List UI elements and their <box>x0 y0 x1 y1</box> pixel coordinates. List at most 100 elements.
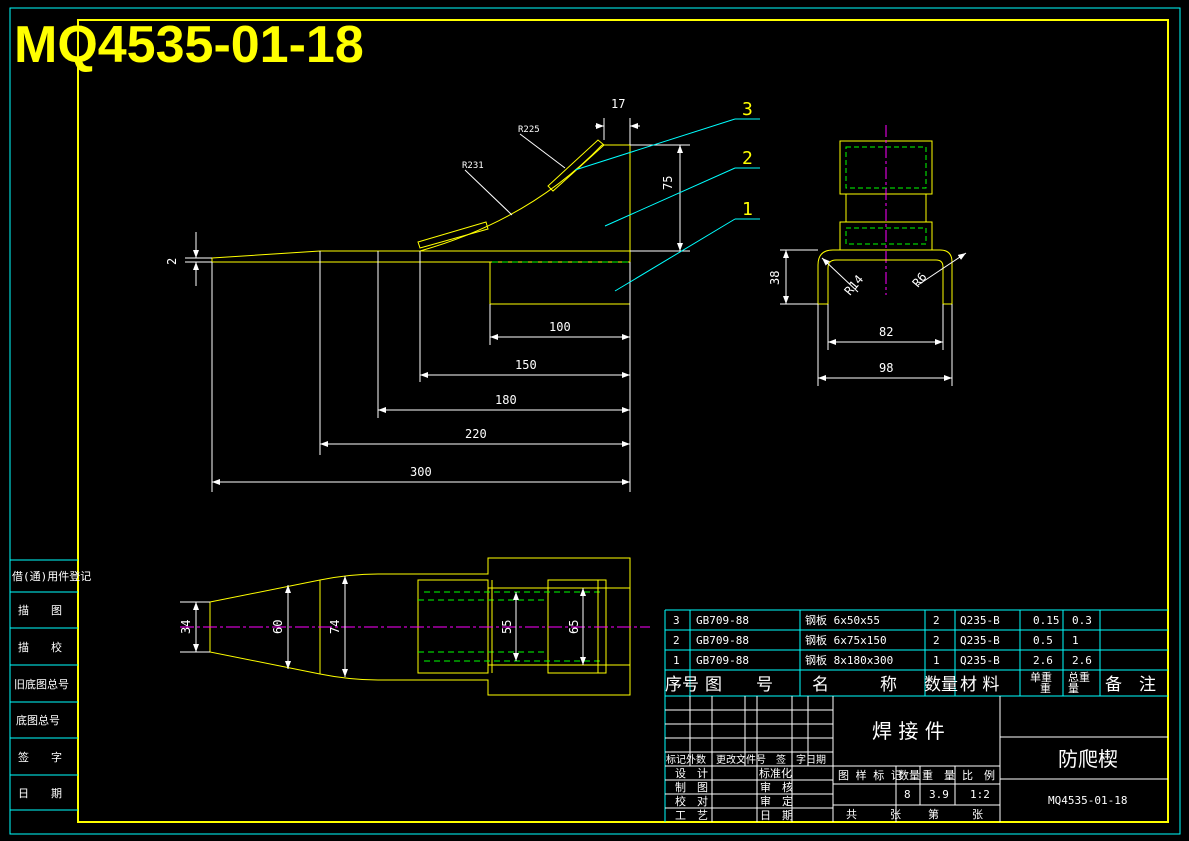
drawing-border <box>9 7 1181 835</box>
drawing-number-large: MQ4535-01-18 <box>14 16 364 74</box>
part-drawing: GB709-88 <box>696 614 749 627</box>
hdr-drawing: 图 号 <box>705 675 773 695</box>
parts-list-rows: 3 GB709-88 钢板 6x50x55 2 Q235-B 0.15 0.3 … <box>665 613 1156 695</box>
dim-150: 150 <box>515 358 537 372</box>
value-quantity: 8 <box>904 788 911 801</box>
hdr-total-weight-1: 总重 <box>1068 670 1090 684</box>
part-name: 钢板 6x75x150 <box>805 633 887 647</box>
label-design: 设 计 <box>675 767 708 780</box>
label-sheet-no: 第 张 <box>928 807 983 821</box>
sidebar-register: 借(通)用件登记 <box>12 569 91 583</box>
top-view <box>180 557 650 696</box>
label-date: 日 期 <box>760 809 793 822</box>
label-total-sheets: 共 张 <box>846 808 901 821</box>
part-unit-weight: 0.5 <box>1033 634 1053 647</box>
revision-header: 标记外数 更改文件号 签 字日期 <box>666 753 826 766</box>
dim-100: 100 <box>549 320 571 334</box>
sidebar-sign: 签 字 <box>18 750 62 764</box>
part-no: 1 <box>673 654 680 667</box>
value-weight: 3.9 <box>929 788 949 801</box>
part-qty: 1 <box>933 654 940 667</box>
balloon-3: 3 <box>742 99 753 120</box>
sidebar-date: 日 期 <box>18 787 62 800</box>
balloon-2: 2 <box>742 148 753 169</box>
label-draw: 制 图 <box>675 781 708 794</box>
dim-r14: R14 <box>842 272 867 298</box>
part-total-weight: 0.3 <box>1072 614 1092 627</box>
dim-60: 60 <box>271 620 285 634</box>
part-no: 2 <box>673 634 680 647</box>
part-name-title: 防爬楔 <box>1058 747 1118 771</box>
table-row: 2 GB709-88 钢板 6x75x150 2 Q235-B 0.5 1 <box>673 633 1079 647</box>
part-total-weight: 2.6 <box>1072 654 1092 667</box>
front-view <box>185 118 760 492</box>
parts-header: 序号 图 号 名 称 数量 材 料 单重 重 总重 量 备 注 <box>665 670 1156 695</box>
label-standard: 标准化 <box>759 766 792 780</box>
dim-2: 2 <box>165 258 179 265</box>
sidebar-trace-check: 描 校 <box>18 640 62 654</box>
balloon-1: 1 <box>742 199 753 220</box>
dim-82: 82 <box>879 325 893 339</box>
top-view-dimensions: 34 60 74 55 65 <box>179 620 581 634</box>
sidebar-trace: 描 图 <box>18 603 62 617</box>
part-unit-weight: 2.6 <box>1033 654 1053 667</box>
label-check: 校 对 <box>675 794 708 808</box>
hdr-no: 序号 <box>665 675 699 695</box>
dim-55: 55 <box>500 620 514 634</box>
label-quantity: 数量 <box>898 769 920 782</box>
label-weight: 重 量 <box>922 768 955 782</box>
dim-34: 34 <box>179 620 193 634</box>
label-scale: 比 例 <box>962 768 995 782</box>
dim-17: 17 <box>611 97 625 111</box>
part-name: 钢板 8x180x300 <box>805 653 893 667</box>
drawing-number: MQ4535-01-18 <box>1048 794 1127 807</box>
side-view <box>780 125 967 386</box>
hdr-name: 名 称 <box>812 675 897 695</box>
label-approve: 审 定 <box>760 794 793 808</box>
parts-list-grid <box>664 609 1168 822</box>
sidebar-labels: 借(通)用件登记 描 图 描 校 旧底图总号 底图总号 签 字 日 期 <box>12 569 91 800</box>
part-type: 焊 接 件 <box>872 719 945 743</box>
dim-98: 98 <box>879 361 893 375</box>
hdr-qty: 数量 <box>924 675 958 695</box>
title-block-text: 焊 接 件 防爬楔 MQ4535-01-18 标记外数 更改文件号 签 字日期 … <box>666 719 1127 822</box>
label-review: 审 核 <box>760 780 793 794</box>
value-scale: 1:2 <box>970 788 990 801</box>
table-row: 1 GB709-88 钢板 8x180x300 1 Q235-B 2.6 2.6 <box>673 653 1092 667</box>
part-material: Q235-B <box>960 654 1000 667</box>
dim-65: 65 <box>567 620 581 634</box>
part-no: 3 <box>673 614 680 627</box>
dim-r231: R231 <box>462 161 484 171</box>
part-qty: 2 <box>933 634 940 647</box>
dim-180: 180 <box>495 393 517 407</box>
front-view-dimensions: 100 150 180 220 300 17 75 2 R225 R231 3 … <box>165 97 753 479</box>
hdr-remark: 备 注 <box>1105 675 1156 695</box>
side-view-dimensions: 38 82 98 R14 R6 <box>768 270 930 375</box>
dim-75: 75 <box>661 176 675 190</box>
dim-74: 74 <box>328 620 342 634</box>
part-qty: 2 <box>933 614 940 627</box>
dim-r225: R225 <box>518 125 540 135</box>
dim-220: 220 <box>465 427 487 441</box>
sidebar-registry <box>10 559 78 811</box>
title-block-grid <box>665 696 1168 822</box>
part-unit-weight: 0.15 <box>1033 614 1060 627</box>
table-row: 3 GB709-88 钢板 6x50x55 2 Q235-B 0.15 0.3 <box>673 613 1092 627</box>
sidebar-base-no: 底图总号 <box>16 713 60 727</box>
dim-r6: R6 <box>910 270 930 290</box>
label-process: 工 艺 <box>675 809 708 822</box>
part-drawing: GB709-88 <box>696 634 749 647</box>
part-name: 钢板 6x50x55 <box>805 613 880 627</box>
hdr-total-weight-2: 量 <box>1068 682 1079 695</box>
hdr-unit-weight-1: 单重 <box>1030 670 1052 684</box>
sidebar-old-base-no: 旧底图总号 <box>14 677 69 691</box>
dim-38: 38 <box>768 271 782 285</box>
part-material: Q235-B <box>960 614 1000 627</box>
part-total-weight: 1 <box>1072 634 1079 647</box>
part-material: Q235-B <box>960 634 1000 647</box>
hdr-material: 材 料 <box>960 675 999 695</box>
part-drawing: GB709-88 <box>696 654 749 667</box>
hdr-unit-weight-2: 重 <box>1040 681 1051 695</box>
label-stage: 图 样 标 记 <box>838 768 902 782</box>
